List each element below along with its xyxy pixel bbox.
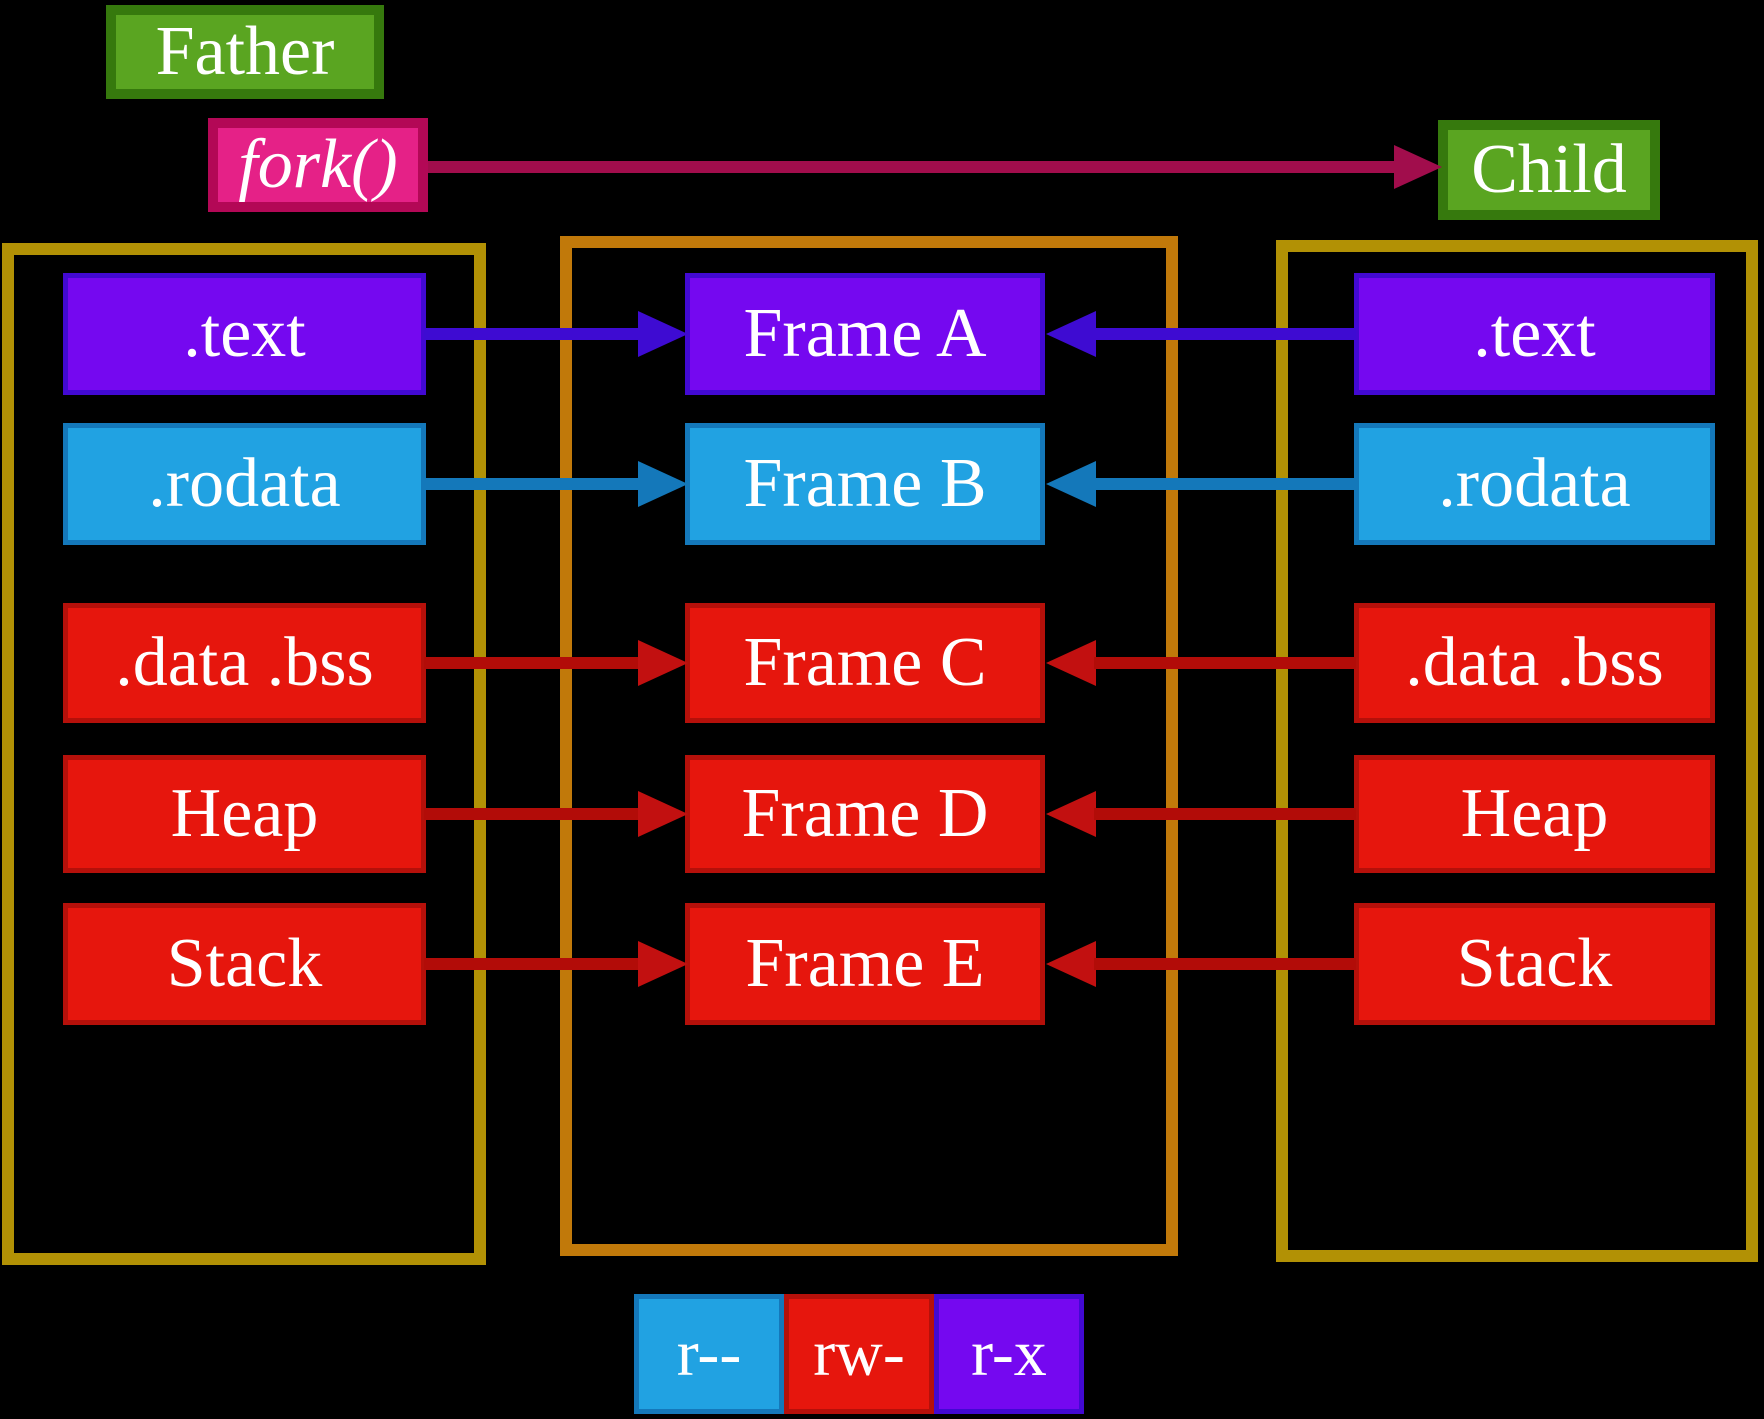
- father-data-bss-arrow-shaft: [424, 657, 642, 669]
- fork-to-child-arrow-shaft: [428, 161, 1398, 173]
- father-data-bss-arrowhead: [638, 640, 688, 686]
- legend-read-only: r--: [634, 1294, 784, 1414]
- child-rodata-section: .rodata: [1354, 423, 1715, 545]
- frame-a-box: Frame A: [685, 273, 1045, 395]
- father-rodata-section: .rodata: [63, 423, 426, 545]
- child-data-bss-arrowhead: [1046, 640, 1096, 686]
- legend-read-write: rw-: [784, 1294, 934, 1414]
- father-text-arrow-shaft: [424, 328, 642, 340]
- frame-c-box: Frame C: [685, 603, 1045, 723]
- father-stack-section: Stack: [63, 903, 426, 1025]
- frame-b-box: Frame B: [685, 423, 1045, 545]
- father-rodata-arrowhead: [638, 461, 688, 507]
- father-heap-arrowhead: [638, 791, 688, 837]
- father-address-space-container: [2, 243, 486, 1265]
- child-address-space-container: [1276, 240, 1758, 1262]
- fork-to-child-arrowhead: [1394, 145, 1442, 189]
- father-text-section: .text: [63, 273, 426, 395]
- child-data-bss-arrow-shaft: [1094, 657, 1356, 669]
- permissions-legend: r-- rw- r-x: [634, 1294, 1084, 1414]
- child-heap-arrow-shaft: [1094, 808, 1356, 820]
- child-stack-arrow-shaft: [1094, 958, 1356, 970]
- child-stack-section: Stack: [1354, 903, 1715, 1025]
- father-heap-arrow-shaft: [424, 808, 642, 820]
- father-stack-arrow-shaft: [424, 958, 642, 970]
- child-heap-arrowhead: [1046, 791, 1096, 837]
- child-heap-section: Heap: [1354, 755, 1715, 873]
- father-text-arrowhead: [638, 311, 688, 357]
- father-process-box: Father: [106, 5, 384, 99]
- father-stack-arrowhead: [638, 941, 688, 987]
- child-text-section: .text: [1354, 273, 1715, 395]
- child-text-arrowhead: [1046, 311, 1096, 357]
- frame-d-box: Frame D: [685, 755, 1045, 873]
- physical-frames-container: [560, 236, 1178, 1256]
- child-data-bss-section: .data .bss: [1354, 603, 1715, 723]
- child-process-box: Child: [1438, 120, 1660, 220]
- father-rodata-arrow-shaft: [424, 478, 642, 490]
- child-stack-arrowhead: [1046, 941, 1096, 987]
- fork-call-box: fork(): [208, 118, 428, 212]
- frame-e-box: Frame E: [685, 903, 1045, 1025]
- father-heap-section: Heap: [63, 755, 426, 873]
- child-rodata-arrow-shaft: [1094, 478, 1356, 490]
- child-text-arrow-shaft: [1094, 328, 1356, 340]
- child-rodata-arrowhead: [1046, 461, 1096, 507]
- father-data-bss-section: .data .bss: [63, 603, 426, 723]
- legend-read-execute: r-x: [934, 1294, 1084, 1414]
